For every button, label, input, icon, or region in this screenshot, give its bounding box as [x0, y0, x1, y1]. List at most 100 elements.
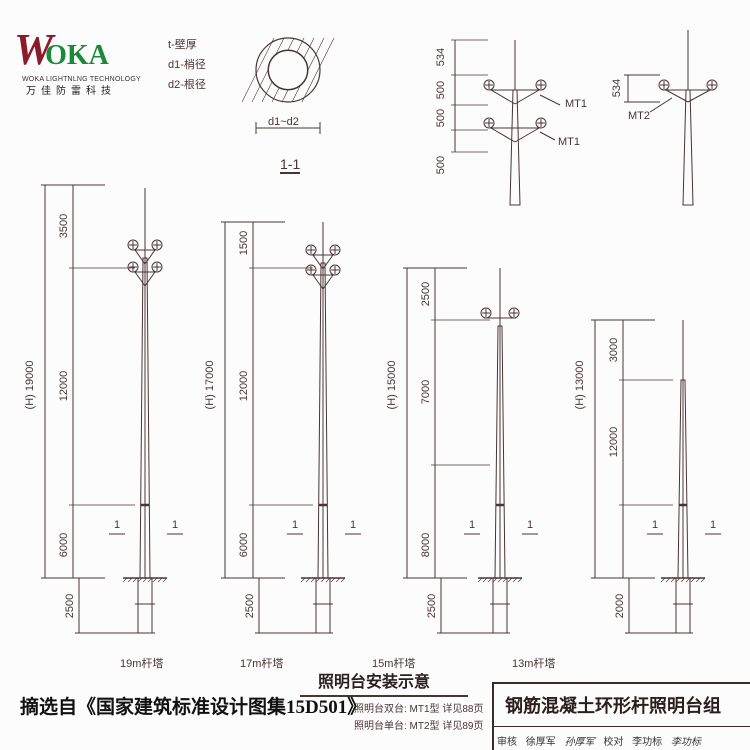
section-dimension: d1~d2 — [268, 116, 299, 128]
pole-13m-ground-hatch — [680, 577, 686, 583]
pole-19m-section-mark: 1 — [172, 519, 178, 531]
pole-caption-15m: 15m杆塔 — [372, 658, 416, 670]
pole-13m-ground-hatch — [670, 577, 676, 583]
pole-13m-ground-hatch — [685, 577, 691, 583]
pole-19m-upper-light-lamp-left — [127, 239, 139, 251]
mt2-label: MT2 — [628, 110, 650, 122]
mt1-upper-light-brace — [514, 89, 540, 105]
mt2-leader — [649, 97, 673, 113]
mt1-upper-light-lamp-left — [483, 79, 495, 91]
pole-19m-burial-label: 2500 — [64, 594, 76, 618]
pole-19m-segment-label: 12000 — [58, 371, 70, 402]
mt1-dim-label: 500 — [435, 81, 447, 99]
section-outer-circle — [255, 37, 321, 103]
pole-15m-segment-label: 8000 — [420, 533, 432, 557]
pole-19m-ground-hatch — [147, 577, 153, 583]
pole-15m-segment-label: 2500 — [420, 282, 432, 306]
mt1-leader — [539, 131, 556, 141]
pole-19m-lower-light-brace — [134, 271, 146, 287]
pole-15m-ground-hatch — [512, 577, 518, 583]
pole-15m-ground-hatch — [502, 577, 508, 583]
mt1-lower-light-lamp-left — [483, 117, 495, 129]
legend-d1: d1-梢径 — [168, 59, 206, 71]
checker-name: 李功标 — [632, 737, 663, 748]
mt1-label-upper: MT1 — [565, 98, 587, 110]
logo-w: W — [14, 25, 54, 74]
install-title: 照明台安装示意 — [318, 674, 431, 691]
pole-caption-17m: 17m杆塔 — [240, 658, 284, 670]
pole-13m-foundation — [675, 577, 691, 634]
mt1-dim-label: 534 — [435, 48, 447, 66]
pole-19m-segment-label: 3500 — [58, 214, 70, 238]
pole-19m-ground-hatch — [122, 577, 128, 583]
pole-13m-ground-hatch — [660, 577, 666, 583]
pole-17m-lower-light-lamp-right — [329, 264, 341, 276]
pole-19m-lower-light-brace — [144, 271, 156, 287]
pole-17m-upper-light-lamp-left — [305, 244, 317, 256]
pole-15m-ground-hatch — [507, 577, 513, 583]
title-block-title: 钢筋混凝土环形杆照明台组 — [505, 696, 721, 716]
pole-17m-ground-hatch — [310, 577, 316, 583]
pole-15m-segment-label: 7000 — [420, 380, 432, 404]
section-label: 1-1 — [280, 156, 301, 174]
section-hatch — [301, 37, 335, 103]
pole-17m-segment-label: 6000 — [238, 533, 250, 557]
pole-17m-upper-light-brace — [312, 254, 324, 270]
note-mt1: 照明台双台: MT1型 详见88页 — [354, 704, 484, 715]
pole-19m-segment-label: 6000 — [58, 533, 70, 557]
note-mt2: 照明台单台: MT2型 详见89页 — [354, 721, 484, 732]
pole-19m-section-mark: 1 — [114, 519, 120, 531]
mt2-shaft — [682, 89, 694, 206]
pole-13m-burial-label: 2000 — [614, 594, 626, 618]
pole-17m-ground-hatch — [335, 577, 341, 583]
title-block-row: 审核 徐厚军 孙厚军 校对 李功标 李功标 — [497, 733, 707, 748]
pole-19m-foundation — [137, 577, 153, 634]
pole-17m-ground-hatch — [330, 577, 336, 583]
legend-d2: d2-根径 — [168, 79, 206, 91]
reviewer-signature: 孙厚军 — [564, 737, 595, 748]
pole-19m-ground-hatch — [132, 577, 138, 583]
mt2-lamp-left — [658, 79, 670, 91]
title-block-divider — [492, 726, 750, 727]
label-review: 审核 — [497, 737, 517, 748]
pole-15m-ground-hatch — [477, 577, 483, 583]
mt1-dim-label: 500 — [435, 109, 447, 127]
mt2-brace — [665, 89, 689, 103]
pole-caption-13m: 13m杆塔 — [512, 658, 556, 670]
label-check: 校对 — [603, 737, 624, 748]
pole-15m-lamp-left — [480, 307, 492, 319]
pole-15m-burial-label: 2500 — [426, 594, 438, 618]
pole-13m-section-mark: 1 — [710, 519, 716, 531]
pole-17m-upper-light-brace — [322, 254, 334, 270]
pole-19m-ground-hatch — [157, 577, 163, 583]
pole-13m-ground-hatch — [700, 577, 706, 583]
mt1-dim-label: 500 — [435, 156, 447, 174]
pole-13m-segment-label: 12000 — [608, 427, 620, 458]
logo-chinese: 万佳防雷科技 — [26, 86, 116, 97]
pole-15m-section-mark: 1 — [469, 519, 475, 531]
section-core — [268, 50, 308, 90]
mt1-lower-light-lamp-right — [535, 117, 547, 129]
pole-13m-section-mark: 1 — [652, 519, 658, 531]
pole-17m-ground-hatch — [325, 577, 331, 583]
pole-15m-ground-hatch — [492, 577, 498, 583]
pole-15m-foundation — [492, 577, 508, 634]
pole-13m-total-label: (H) 13000 — [574, 361, 586, 410]
logo-text: OKA — [45, 40, 109, 71]
pole-caption-19m: 19m杆塔 — [120, 658, 164, 670]
mt2-brace — [687, 89, 711, 103]
pole-13m-ground-hatch — [675, 577, 681, 583]
mt1-lower-light-brace — [514, 127, 540, 143]
pole-15m-ground-hatch — [497, 577, 503, 583]
pole-17m-section-mark: 1 — [350, 519, 356, 531]
pole-17m-ground-hatch — [320, 577, 326, 583]
pole-17m-lower-light-brace — [322, 274, 334, 290]
pole-19m-upper-light-brace — [134, 249, 146, 265]
woka-logo: WOKA — [14, 28, 109, 72]
reviewer-name: 徐厚军 — [525, 737, 556, 748]
pole-19m-ground-hatch — [162, 577, 168, 583]
pole-19m-ground-hatch — [137, 577, 143, 583]
pole-17m-burial-label: 2500 — [244, 594, 256, 618]
